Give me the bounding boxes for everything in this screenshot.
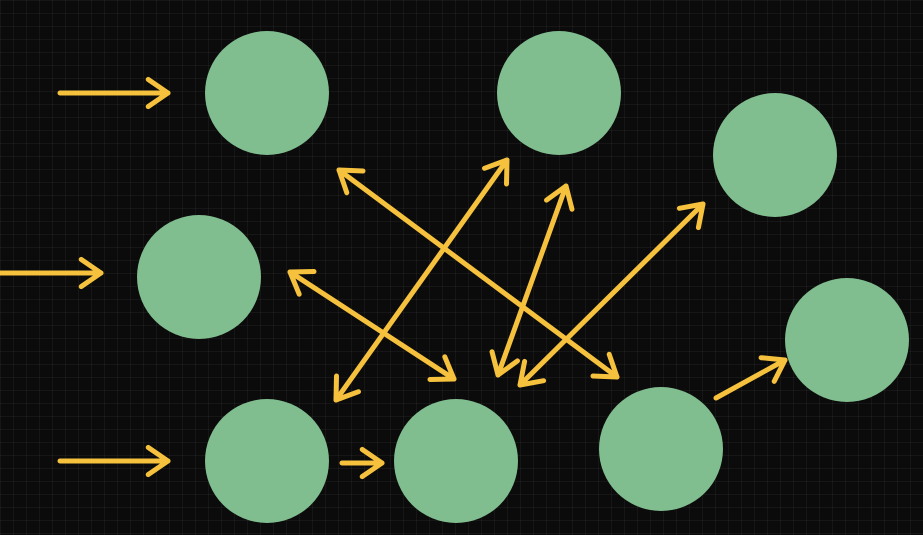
node-n2 [497,31,621,155]
arrow-tail-head [333,373,361,403]
arrow-head [145,76,171,110]
arrow-head [427,354,457,382]
arrow-shaft [713,357,788,401]
arrow-cross-1 [333,157,510,403]
node-layer [137,31,909,523]
arrow-shaft [517,201,706,388]
arrow-shaft [495,183,569,378]
arrow-shaft [333,157,510,403]
arrow-cross-5 [336,167,620,380]
arrow-head [544,183,575,212]
arrow-cross-4 [287,269,457,382]
arrow-head [482,157,510,187]
arrow-layer [0,76,788,480]
arrow-shaft [336,167,620,380]
arrow-input-3 [57,444,171,478]
node-n5 [205,399,329,523]
node-n6 [394,399,518,523]
arrow-head [145,444,171,478]
arrow-input-2 [0,256,104,290]
node-n4 [137,215,261,339]
arrow-head [359,446,385,480]
arrow-shaft [287,269,457,382]
node-n7 [599,387,723,511]
node-n3 [713,93,837,217]
node-n1 [205,31,329,155]
arrow-cross-3 [517,201,706,388]
node-n9 [785,278,909,402]
arrow-n7-n9 [713,355,788,401]
arrow-head [78,256,104,290]
arrow-cross-2 [489,183,575,378]
arrow-tail-head [489,349,520,378]
arrow-head [590,351,620,380]
arrow-head [676,201,706,231]
arrow-tail-head [517,358,547,388]
arrow-tail-head [336,167,366,196]
arrow-n5-n6 [339,446,385,480]
arrow-head [758,355,788,384]
arrow-tail-head [287,269,317,297]
arrow-input-1 [57,76,171,110]
